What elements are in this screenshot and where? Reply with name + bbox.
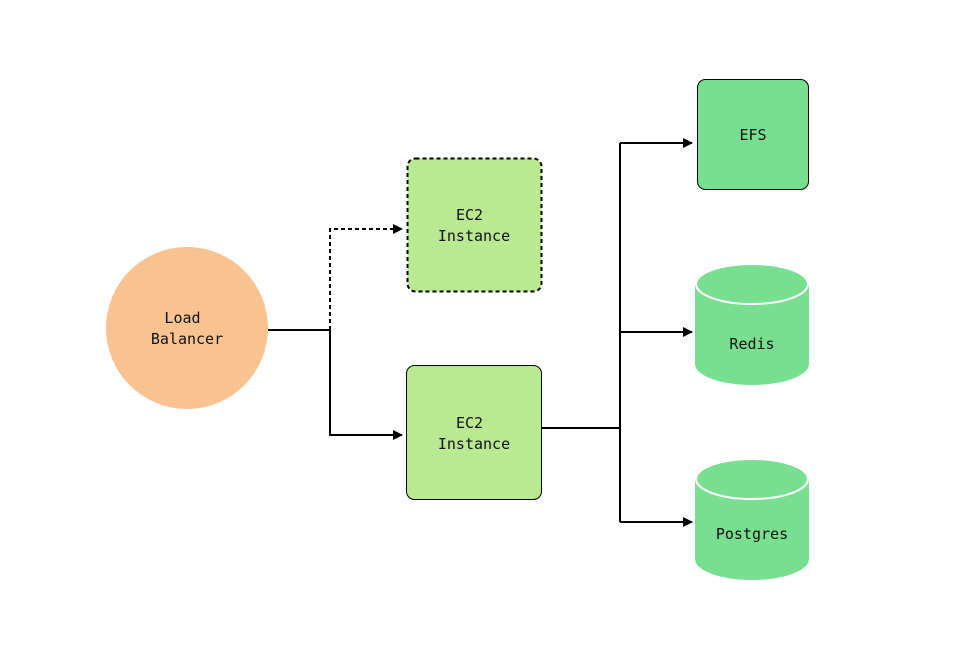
ec2-standby-label: EC2 Instance <box>438 206 510 245</box>
edge-lb-to-ec2-active <box>268 329 403 440</box>
ec2-standby-node[interactable]: EC2 Instance <box>406 157 543 293</box>
load-balancer-label: Load Balancer <box>151 309 223 348</box>
ec2-active-label: EC2 Instance <box>438 414 510 453</box>
postgres-node[interactable]: Postgres <box>695 458 809 580</box>
edge-lb-to-ec2-standby <box>329 224 403 330</box>
ec2-active-label-line1: EC2 <box>456 414 483 432</box>
postgres-cylinder-body <box>695 479 809 580</box>
postgres-cylinder-top <box>695 458 809 500</box>
postgres-label: Postgres <box>716 525 788 543</box>
ec2-active-box <box>406 365 542 500</box>
load-balancer-node[interactable]: Load Balancer <box>106 247 268 409</box>
load-balancer-circle <box>106 247 268 409</box>
load-balancer-label-line1: Load <box>164 309 200 327</box>
redis-cylinder-top <box>695 263 809 305</box>
redis-cylinder-body <box>695 284 809 385</box>
efs-node[interactable]: EFS <box>697 79 809 190</box>
edges <box>268 138 693 527</box>
ec2-active-label-line2: Instance <box>438 435 510 453</box>
redis-node[interactable]: Redis <box>695 263 809 385</box>
load-balancer-label-line2: Balancer <box>151 330 223 348</box>
ec2-active-node[interactable]: EC2 Instance <box>406 365 542 500</box>
ec2-standby-label-line2: Instance <box>438 227 510 245</box>
efs-box <box>697 79 809 190</box>
ec2-standby-label-line1: EC2 <box>456 206 483 224</box>
redis-label: Redis <box>729 335 774 353</box>
efs-label: EFS <box>739 126 766 144</box>
ec2-standby-box <box>406 157 543 293</box>
